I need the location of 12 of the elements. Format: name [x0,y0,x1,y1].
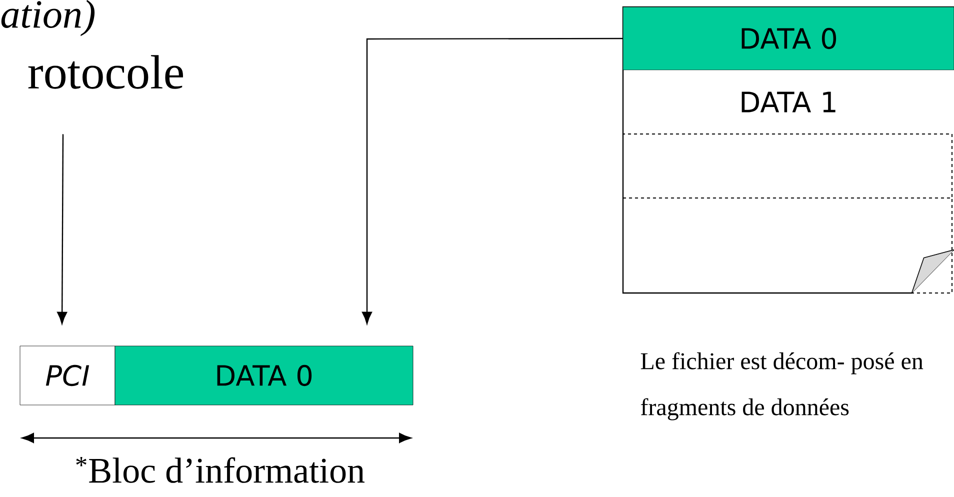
arrow [362,38,623,324]
data-cell: DATA 0 [114,346,414,406]
data-row: DATA 0 [622,6,954,70]
slot-box [622,198,952,294]
header-cell: PCI [20,346,116,406]
data-row: DATA 1 [742,92,836,112]
caption-text: Le fichier est décom- posé en fragments de données [640,352,924,420]
slot-box [622,134,952,198]
heading-text: rotocole [28,55,183,89]
arrow [57,134,68,324]
caption-text: $^{*}$Bloc d’information [76,457,365,483]
heading-text: ation) [1,0,95,36]
